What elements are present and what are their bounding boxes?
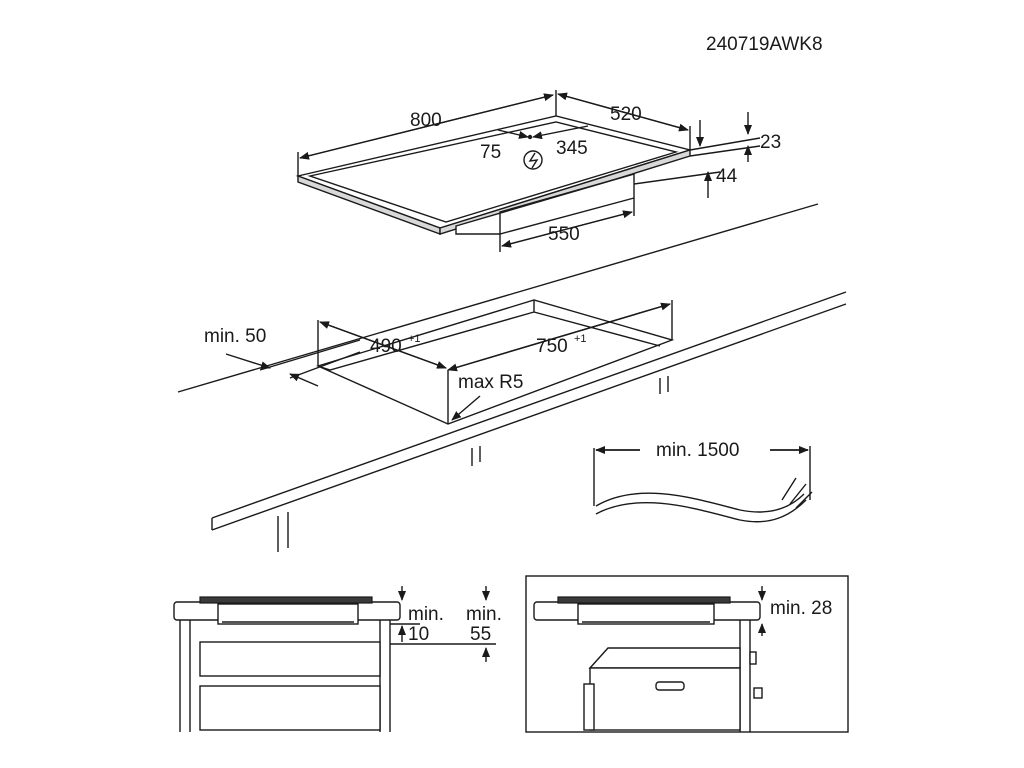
- dim-cutout-width: 750: [536, 336, 568, 357]
- dim-cutout-depth: 490: [370, 336, 402, 357]
- document-code: 240719AWK8: [706, 34, 823, 55]
- dim-box-width: 550: [548, 224, 580, 245]
- dim-corner-radius: max R5: [458, 372, 523, 393]
- dim-side-clearance: min. 50: [204, 326, 266, 347]
- dim-gap-top-label: min.: [466, 604, 502, 625]
- dim-oven-gap: min. 28: [770, 598, 832, 619]
- dim-cutout-depth-tolerance: +1: [408, 333, 421, 345]
- dim-connection-depth: 345: [556, 138, 588, 159]
- dim-hob-width: 800: [410, 110, 442, 131]
- dim-gap-top-value: 55: [470, 624, 491, 645]
- installation-oven: [533, 586, 766, 732]
- worktop-cutout-view: [177, 203, 847, 552]
- dim-total-height: 44: [716, 166, 738, 187]
- oven-installation-frame: [525, 575, 849, 733]
- dim-glass-thickness: 23: [760, 132, 781, 153]
- dim-gap-drawer-label: min.: [408, 604, 444, 625]
- dim-connection-offset: 75: [480, 142, 501, 163]
- dim-cutout-width-tolerance: +1: [574, 333, 587, 345]
- hob-dimensions: [297, 90, 761, 252]
- installation-drawers: [173, 586, 496, 732]
- hob-top-view: [295, 115, 693, 236]
- dim-cable-length: min. 1500: [656, 440, 739, 461]
- dim-gap-drawer-value: 10: [408, 624, 429, 645]
- dim-hob-depth: 520: [610, 104, 642, 125]
